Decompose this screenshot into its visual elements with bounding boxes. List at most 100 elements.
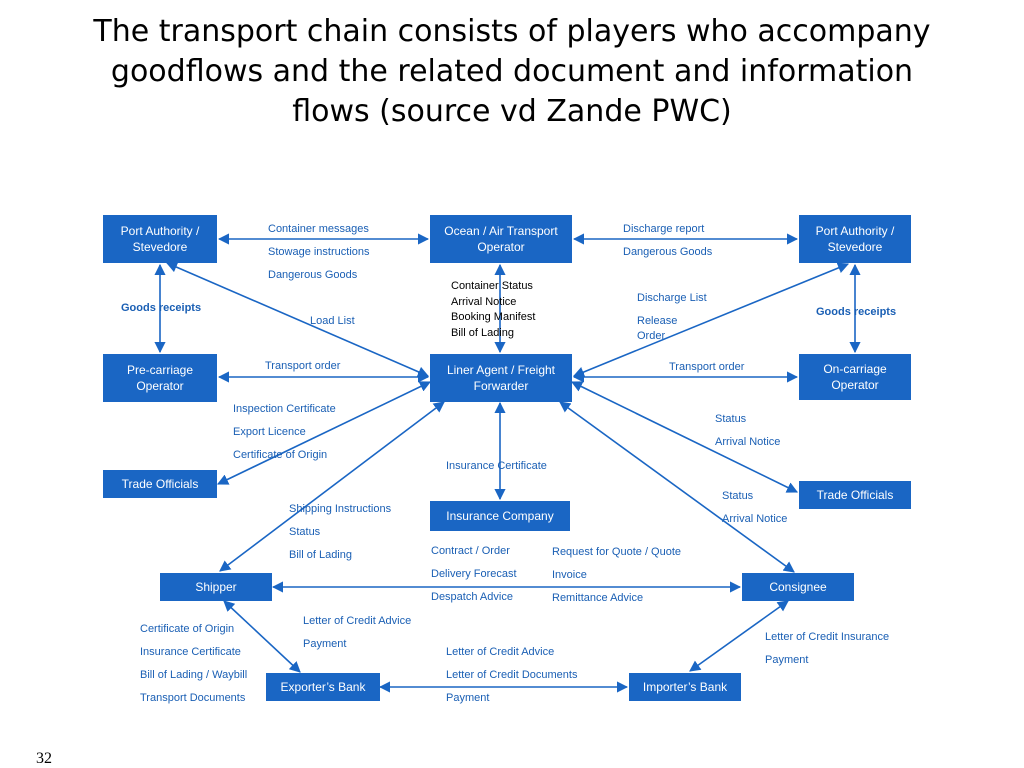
connector-pa-liner bbox=[165, 261, 430, 378]
label-line: Letter of Credit Advice bbox=[303, 615, 412, 627]
label-contract: Contract / Order Delivery Forecast Despa… bbox=[431, 540, 517, 609]
label-line: Payment bbox=[765, 654, 809, 666]
label-line: Invoice bbox=[552, 569, 587, 581]
node-shipper: Shipper bbox=[160, 573, 272, 601]
node-label: Operator bbox=[136, 379, 184, 393]
label-goods-receipts-left: Goods receipts bbox=[121, 302, 202, 314]
label-line: Container Status bbox=[451, 280, 533, 292]
connector-liner-shipper bbox=[219, 401, 445, 572]
label-ocean-pa-right: Discharge report Dangerous Goods bbox=[623, 218, 712, 264]
node-importers-bank: Importer’s Bank bbox=[629, 673, 741, 701]
label-line: Arrival Notice bbox=[722, 513, 788, 525]
label-line: Certificate of Origin bbox=[140, 623, 235, 635]
label-line: Arrival Notice bbox=[715, 436, 781, 448]
node-label: Insurance Company bbox=[446, 509, 554, 523]
node-label: Exporter’s Bank bbox=[280, 680, 366, 694]
label-line: Letter of Credit Insurance bbox=[765, 631, 890, 643]
connector-liner-consignee bbox=[559, 401, 795, 573]
label-line: Dangerous Goods bbox=[268, 269, 358, 281]
node-label: Port Authority / bbox=[120, 224, 200, 238]
label-line: Transport Documents bbox=[140, 692, 246, 704]
label-line: Certificate of Origin bbox=[233, 449, 328, 461]
label-line: Despatch Advice bbox=[431, 591, 513, 603]
label-line: Payment bbox=[446, 692, 490, 704]
title-line: The transport chain consists of players … bbox=[93, 14, 931, 49]
label-line: Payment bbox=[303, 638, 347, 650]
node-label: Pre-carriage bbox=[126, 363, 194, 377]
node-label: Shipper bbox=[195, 580, 237, 594]
label-trade-left: Inspection Certificate Export Licence Ce… bbox=[233, 398, 336, 467]
label-bank-to-bank: Letter of Credit Advice Letter of Credit… bbox=[446, 641, 577, 710]
node-label: Port Authority / bbox=[815, 224, 895, 238]
connector-shipper-exporters-bank bbox=[223, 600, 301, 673]
node-label: Trade Officials bbox=[121, 477, 199, 491]
node-label: Importer’s Bank bbox=[642, 680, 728, 694]
node-label: Operator bbox=[831, 378, 879, 392]
label-loc-insurance: Letter of Credit Insurance Payment bbox=[765, 626, 889, 672]
label-transport-order-left: Transport order bbox=[265, 360, 341, 372]
node-label: Consignee bbox=[769, 580, 827, 594]
label-ocean-liner: Container Status Arrival Notice Booking … bbox=[451, 279, 535, 341]
label-line: Insurance Certificate bbox=[140, 646, 241, 658]
label-line: Status bbox=[289, 526, 321, 538]
label-status-right-lower: Status Arrival Notice bbox=[722, 485, 787, 531]
label-line: Request for Quote / Quote bbox=[552, 546, 682, 558]
node-label: Forwarder bbox=[473, 379, 529, 393]
label-pa-ocean: Container messages Stowage instructions … bbox=[268, 218, 370, 287]
node-trade-officials-right: Trade Officials bbox=[799, 481, 911, 509]
label-line: Status bbox=[715, 413, 747, 425]
page-number: 32 bbox=[36, 750, 52, 767]
label-line: Delivery Forecast bbox=[431, 568, 517, 580]
node-label: Ocean / Air Transport bbox=[444, 224, 558, 238]
label-line: Stowage instructions bbox=[268, 246, 370, 258]
label-line: Export Licence bbox=[233, 426, 306, 438]
label-line: Letter of Credit Documents bbox=[446, 669, 578, 681]
label-request: Request for Quote / Quote Invoice Remitt… bbox=[552, 541, 681, 610]
label-line: Release bbox=[637, 315, 678, 327]
node-trade-officials-left: Trade Officials bbox=[103, 470, 217, 498]
label-line: Shipping Instructions bbox=[289, 503, 392, 515]
label-goods-receipts-right: Goods receipts bbox=[816, 306, 897, 318]
label-line: Remittance Advice bbox=[552, 592, 644, 604]
node-label: Operator bbox=[477, 240, 525, 254]
label-line: Bill of Lading bbox=[289, 549, 352, 561]
node-insurance-company: Insurance Company bbox=[430, 501, 570, 531]
label-line: Status bbox=[722, 490, 754, 502]
label-insurance-certificate: Insurance Certificate bbox=[446, 460, 547, 472]
label-line: Bill of Lading / Waybill bbox=[140, 669, 248, 681]
label-line: Container messages bbox=[268, 223, 369, 235]
slide-title: The transport chain consists of players … bbox=[20, 12, 1004, 132]
connector-liner-pa-right bbox=[572, 262, 850, 378]
node-label: Stevedore bbox=[132, 240, 188, 254]
title-line: goodflows and the related document and i… bbox=[110, 54, 914, 89]
label-line: Discharge report bbox=[623, 223, 705, 235]
node-consignee: Consignee bbox=[742, 573, 854, 601]
label-transport-order-right: Transport order bbox=[669, 361, 745, 373]
connector-consignee-importers-bank bbox=[689, 600, 789, 672]
label-shipping: Shipping Instructions Status Bill of Lad… bbox=[289, 498, 391, 567]
node-label: On-carriage bbox=[823, 362, 887, 376]
node-label: Stevedore bbox=[827, 240, 883, 254]
label-shipper-bank-docs: Certificate of Origin Insurance Certific… bbox=[140, 618, 247, 710]
node-port-authority-right: Port Authority / Stevedore bbox=[799, 215, 911, 263]
label-line: Letter of Credit Advice bbox=[446, 646, 555, 658]
label-line: Order bbox=[637, 330, 666, 342]
label-line: Inspection Certificate bbox=[233, 403, 336, 415]
label-line: Contract / Order bbox=[431, 545, 510, 557]
label-line: Bill of Lading bbox=[451, 326, 514, 339]
node-label: Liner Agent / Freight bbox=[446, 363, 556, 377]
label-line: Dangerous Goods bbox=[623, 246, 713, 258]
label-status-right-upper: Status Arrival Notice bbox=[715, 408, 780, 454]
label-discharge-list: Discharge List bbox=[637, 292, 707, 304]
label-load-list: Load List bbox=[310, 315, 355, 327]
label-line: Arrival Notice bbox=[451, 295, 517, 308]
node-port-authority-left: Port Authority / Stevedore bbox=[103, 215, 217, 263]
label-line: Booking Manifest bbox=[451, 311, 536, 323]
label-loc-advice-left: Letter of Credit Advice Payment bbox=[303, 610, 411, 656]
label-release-order: Release Order bbox=[637, 314, 677, 344]
